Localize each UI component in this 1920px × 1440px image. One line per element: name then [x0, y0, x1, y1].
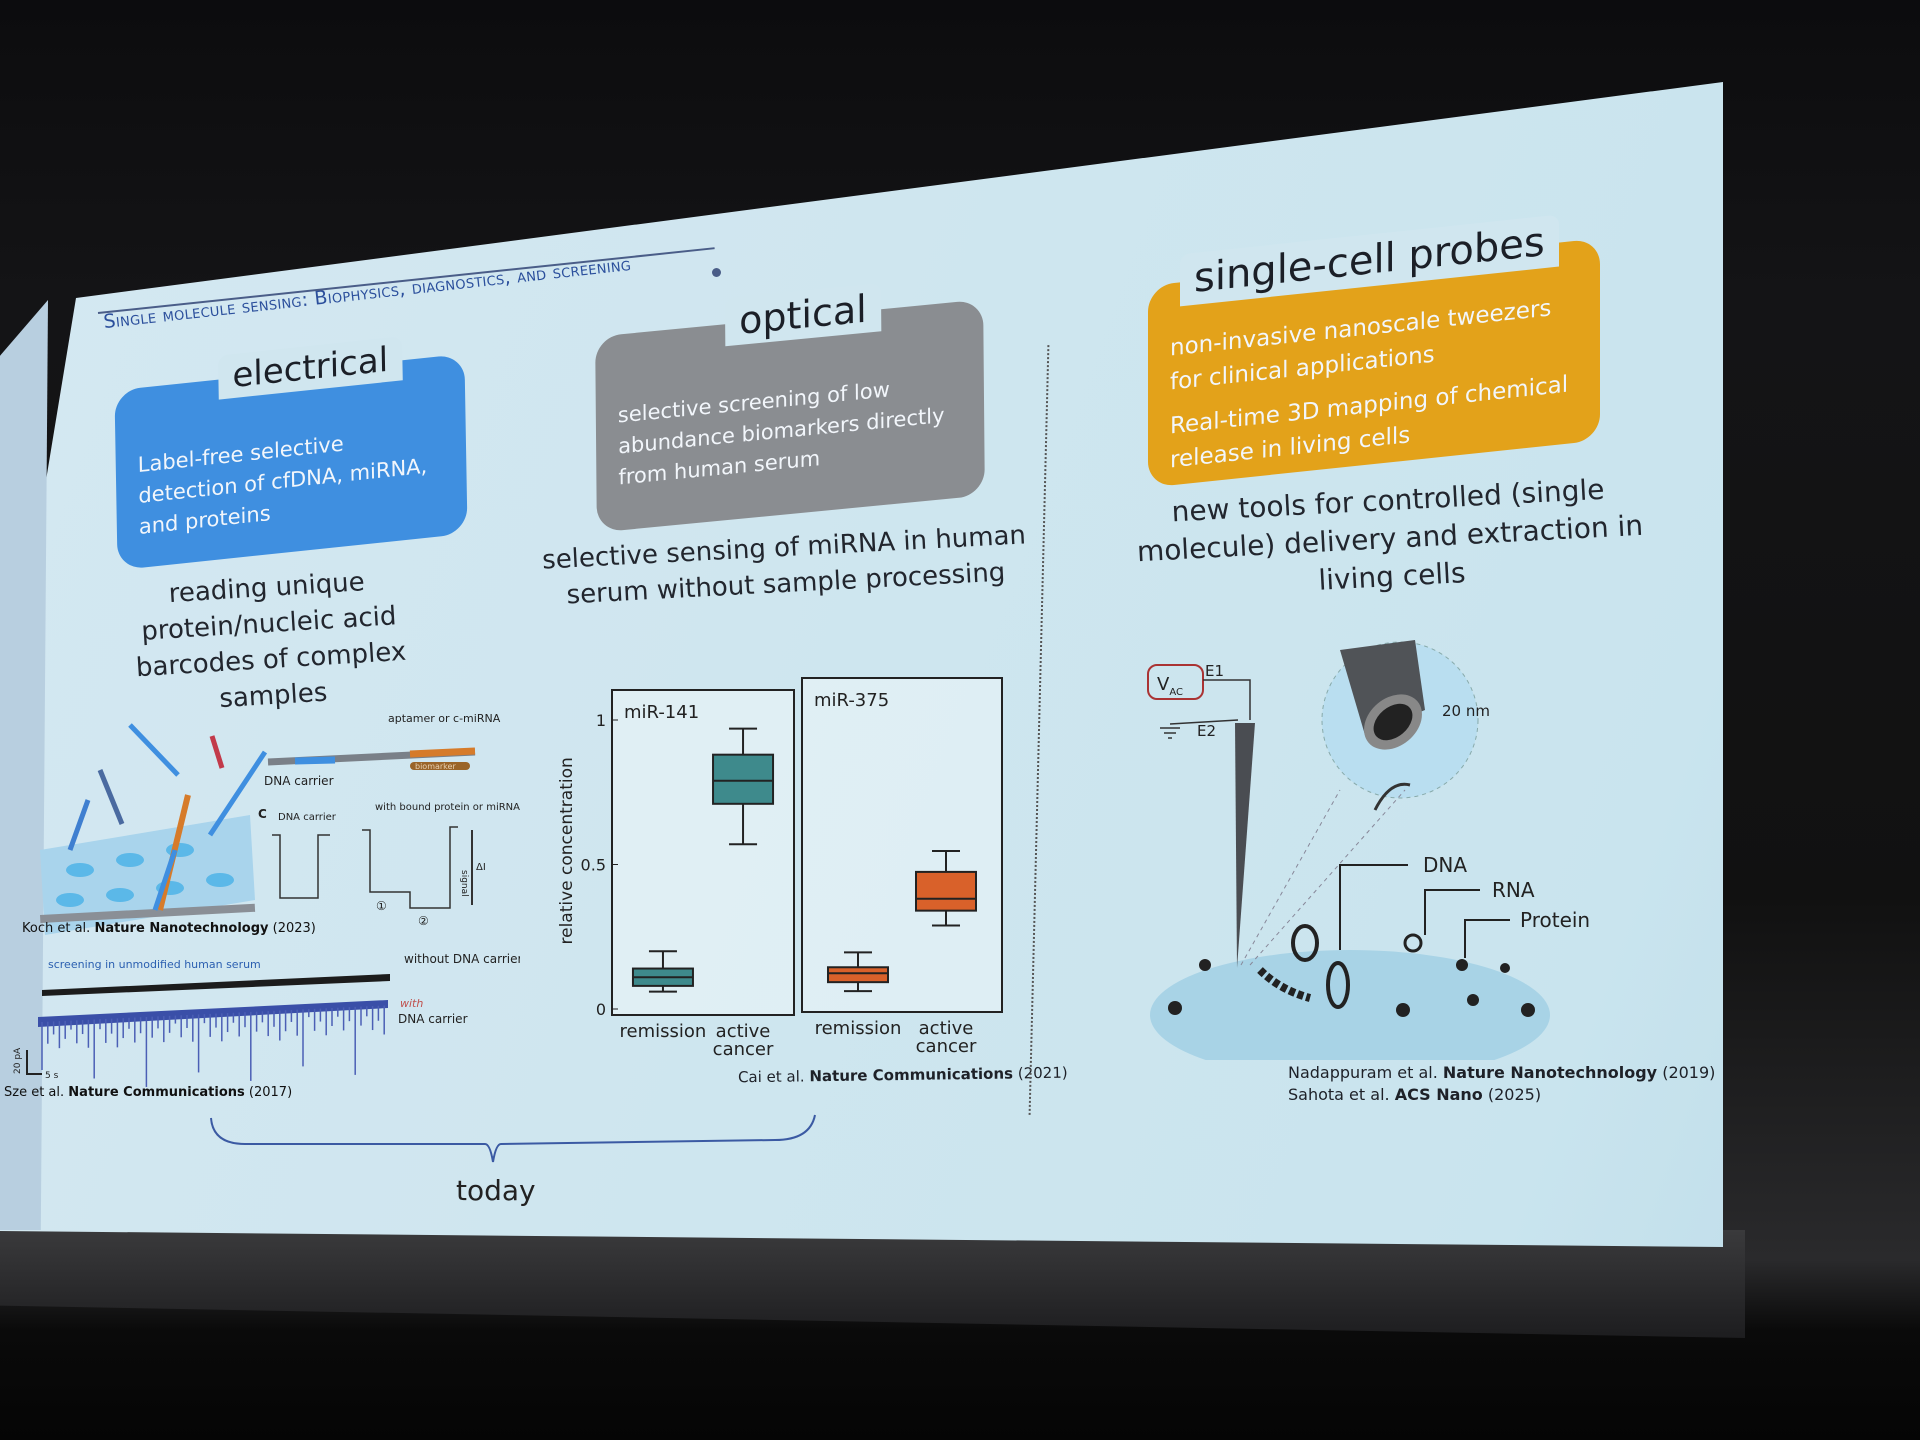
- x-tick-label: cancer: [916, 1036, 977, 1057]
- optical-box-text: selective screening of low abundance bio…: [617, 377, 945, 490]
- box-remission: [827, 966, 889, 984]
- e2-label: E2: [1197, 722, 1216, 740]
- e1-label: E1: [1205, 662, 1224, 680]
- trace-without-carrier: [42, 974, 390, 996]
- rna-label: RNA: [1492, 878, 1535, 902]
- sahota-citation: Sahota et al. ACS Nano (2025): [1288, 1085, 1542, 1104]
- x-tick-label: remission: [620, 1021, 707, 1042]
- probe-tip: [1235, 723, 1255, 968]
- koch-citation: Koch et al. Nature Nanotechnology (2023): [22, 921, 316, 936]
- scale-x: 5 s: [45, 1071, 59, 1081]
- vac-source: [1147, 664, 1204, 700]
- plot-panel: [801, 677, 1003, 1013]
- dna-helix: [1373, 782, 1411, 811]
- step-1: ①: [376, 899, 387, 913]
- title-underline-dot: [712, 268, 721, 277]
- panel-title: miR-141: [624, 702, 699, 723]
- y-tick-label: 0: [596, 1000, 606, 1019]
- cell: [1150, 950, 1550, 1060]
- single-cell-citations: Nadappuram et al. Nature Nanotechnology …: [1288, 1062, 1715, 1106]
- optical-section: selective screening of low abundance bio…: [595, 283, 985, 533]
- without-label: without DNA carrier: [404, 952, 520, 966]
- box-active-cancer: [915, 870, 977, 912]
- y-tick-label: 0.5: [581, 856, 606, 875]
- today-label: today: [456, 1174, 536, 1207]
- panel-c-label: C: [258, 807, 267, 821]
- protein-label: Protein: [1520, 908, 1590, 932]
- membrane: [40, 815, 255, 935]
- scale-20nm: 20 nm: [1442, 702, 1490, 720]
- nanopore-figure: biomarker aptamer or c-miRNA DNA carrier…: [4, 712, 520, 1100]
- sze-citation: Sze et al. Nature Communications (2017): [4, 1085, 292, 1100]
- bound-trace: [362, 826, 458, 909]
- x-tick-label: active: [716, 1021, 771, 1042]
- dna-label: DNA: [1423, 853, 1467, 877]
- trace-with-carrier: [38, 1000, 388, 1027]
- dna-carrier-label: DNA carrier: [264, 774, 334, 788]
- x-tick-label: remission: [815, 1018, 902, 1039]
- signal-label: signal: [459, 870, 469, 897]
- with-label: DNA carrier: [398, 1012, 468, 1026]
- x-tick-label: cancer: [713, 1039, 774, 1060]
- screening-label: screening in unmodified human serum: [48, 958, 261, 971]
- y-tick-label: 1: [596, 711, 606, 730]
- scale-bar: [26, 1050, 42, 1075]
- y-axis-label: relative concentration: [557, 757, 577, 944]
- plot-panel: [611, 689, 795, 1016]
- box-plot-figure: miR-141 0 0.5 1 relative concentration remiss…: [557, 677, 1003, 1060]
- biomarker-label: biomarker: [415, 762, 456, 771]
- vac-label: VAC: [1157, 674, 1183, 698]
- today-brace: [210, 1114, 816, 1163]
- aptamer-label: aptamer or c-miRNA: [388, 712, 501, 725]
- x-tick-label: active: [919, 1018, 974, 1039]
- molecules: [1168, 924, 1535, 1017]
- electrical-section: Label-free selective detection of cfDNA,…: [114, 336, 468, 571]
- ground-icon: [1160, 727, 1180, 739]
- trace-label: DNA carrier: [278, 812, 337, 823]
- nadappuram-citation: Nadappuram et al. Nature Nanotechnology …: [1288, 1063, 1716, 1082]
- bound-label: with bound protein or miRNA: [375, 802, 520, 813]
- panel-title: miR-375: [814, 690, 889, 711]
- step-2: ②: [418, 914, 429, 928]
- nanotweezer-figure: VAC E1 E2 20 nm DNA RNA Protein: [1147, 640, 1590, 1060]
- carrier-trace: [272, 834, 330, 899]
- box-active-cancer: [712, 753, 775, 805]
- electrical-box-text: Label-free selective detection of cfDNA,…: [137, 431, 428, 539]
- with-word: with: [400, 997, 423, 1010]
- scale-y: 20 pA: [13, 1047, 23, 1074]
- delta-i-label: ΔI: [476, 862, 486, 873]
